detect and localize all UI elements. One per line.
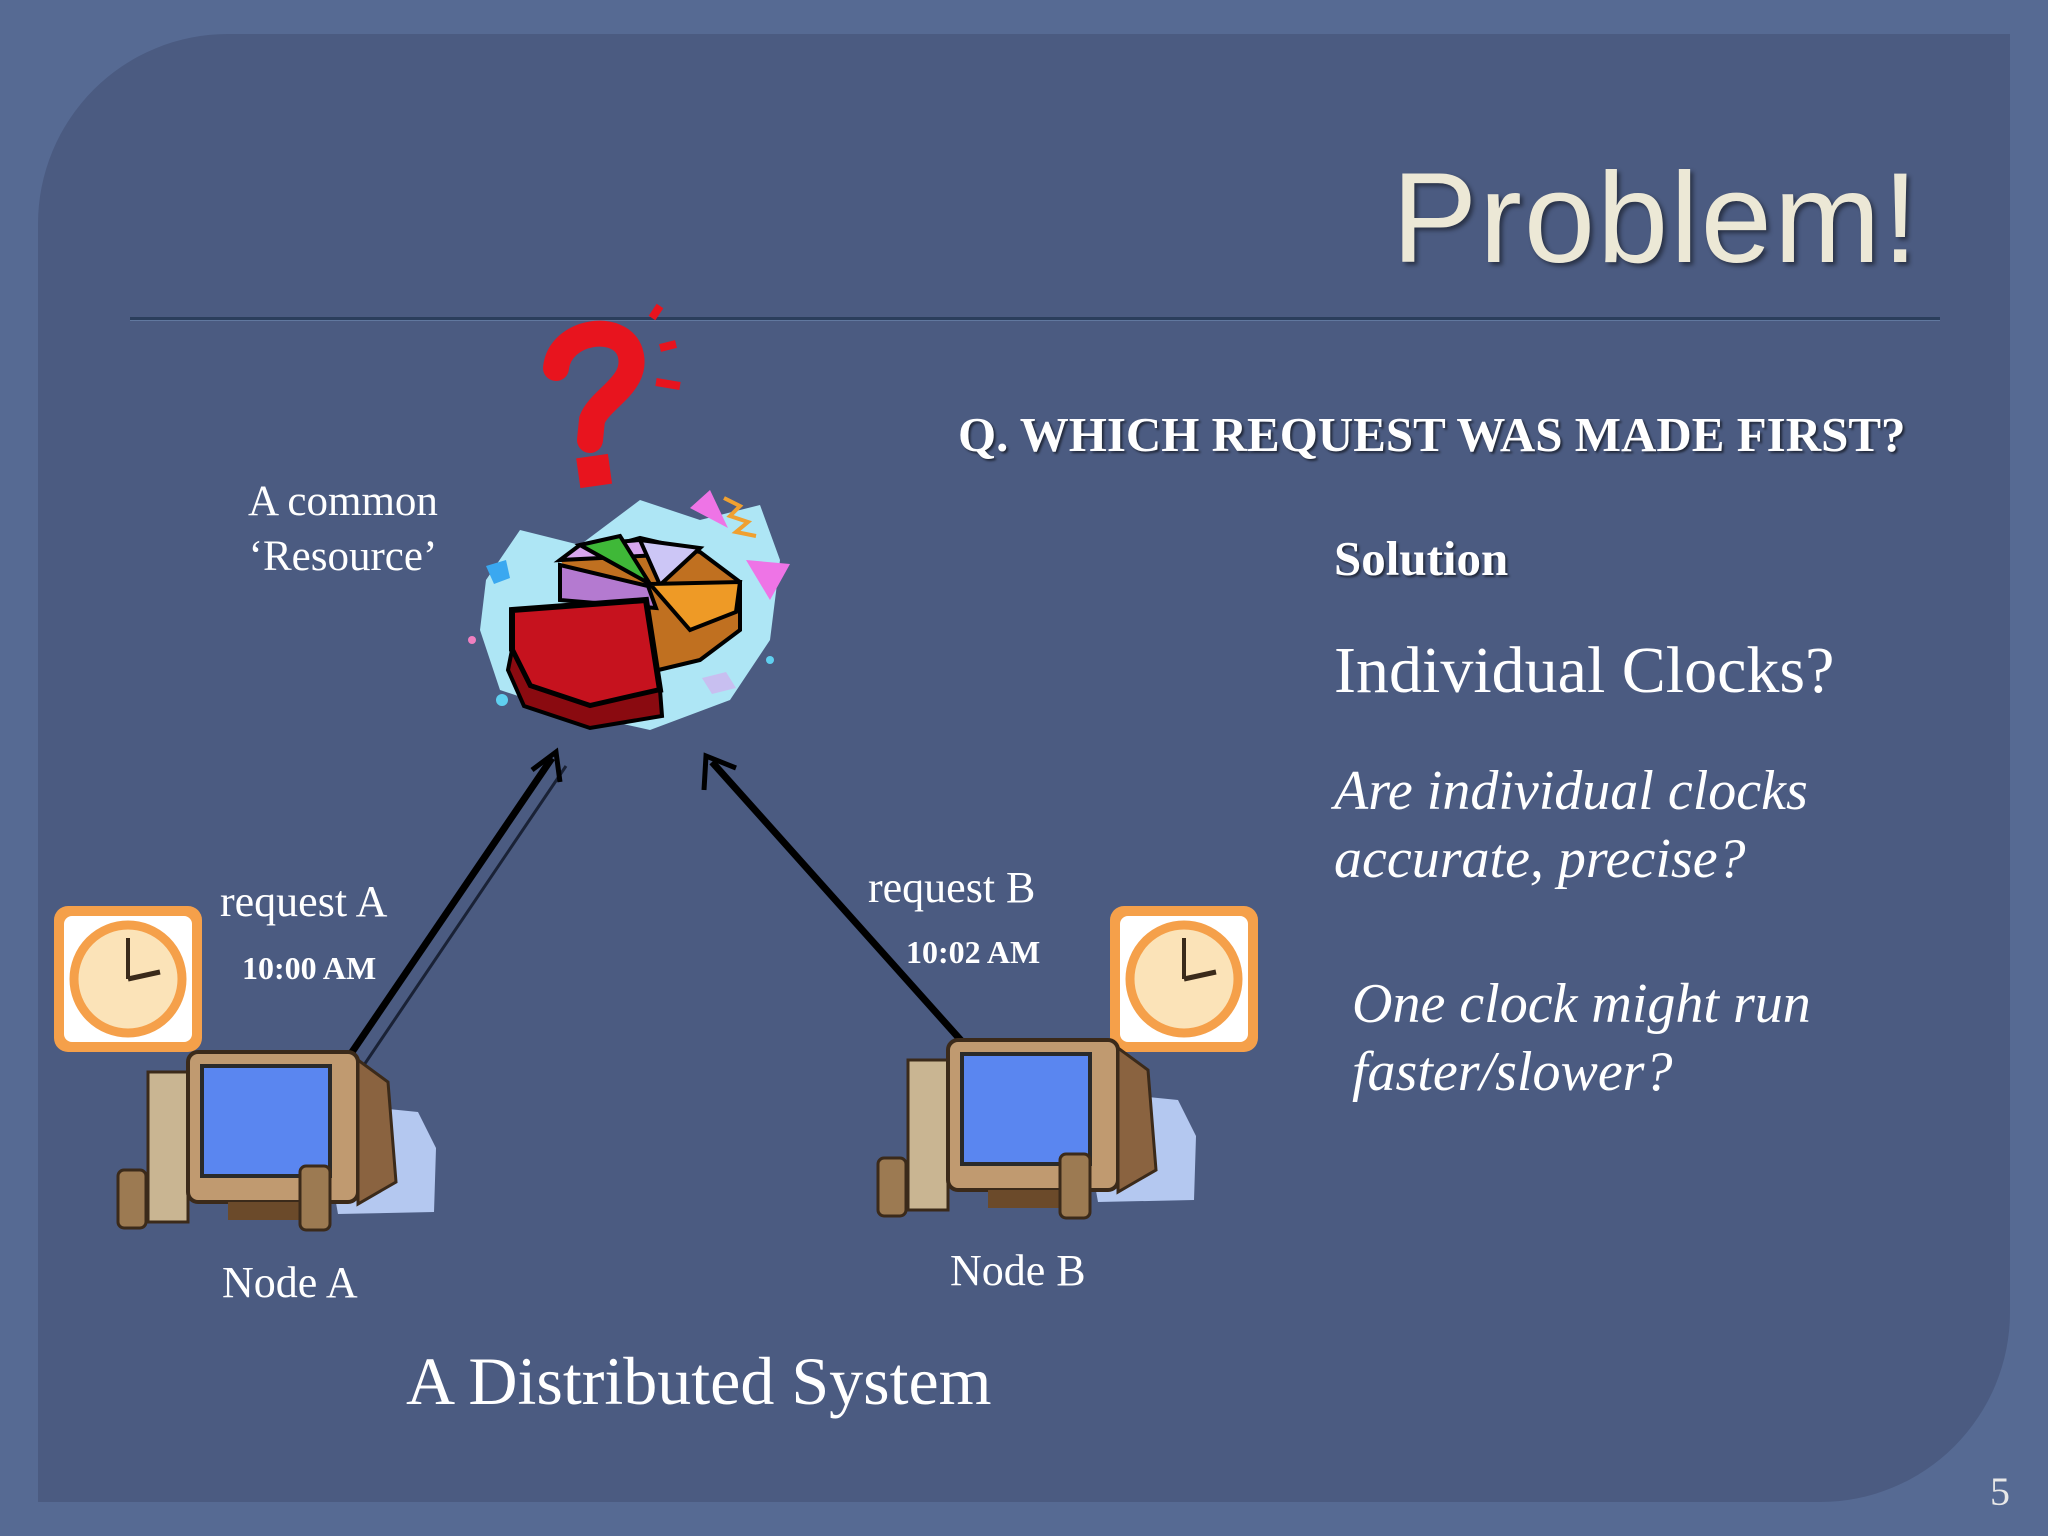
solution-point-line: accurate, precise? (1334, 828, 1746, 890)
node-b-label: Node B (950, 1246, 1086, 1295)
slide-panel (38, 34, 2010, 1502)
title-divider (130, 317, 1940, 320)
pie-chart-icon (468, 490, 790, 731)
solution-point-line: One clock might run (1352, 973, 1811, 1035)
request-a-label: request A (220, 877, 388, 926)
resource-label-line: ‘Resource’ (248, 533, 438, 580)
request-b-arrow (701, 752, 969, 1049)
computer-icon (116, 1050, 436, 1232)
request-a-time: 10:00 AM (242, 950, 377, 986)
question-text: Q. WHICH REQUEST WAS MADE FIRST? (958, 407, 1906, 462)
solution-point-2: One clock might run faster/slower? (1352, 970, 1811, 1106)
question-mark-icon (543, 303, 681, 489)
request-b-time: 10:02 AM (906, 934, 1041, 970)
solution-heading: Individual Clocks? (1334, 634, 1835, 707)
page-number: 5 (1990, 1469, 2010, 1514)
clock-icon (1110, 906, 1258, 1052)
solution-point-1: Are individual clocks accurate, precise? (1334, 757, 1808, 893)
resource-label: A common ‘Resource’ (248, 474, 438, 584)
clock-icon (54, 906, 202, 1052)
solution-label: Solution (1334, 531, 1509, 586)
computer-icon (876, 1038, 1196, 1220)
resource-label-line: A common (248, 478, 438, 525)
node-a-label: Node A (222, 1258, 358, 1307)
diagram-caption: A Distributed System (406, 1343, 992, 1419)
solution-point-line: Are individual clocks (1334, 760, 1808, 822)
slide-title: Problem! (1391, 147, 1920, 290)
solution-point-line: faster/slower? (1352, 1041, 1673, 1103)
request-a-arrow (347, 747, 568, 1066)
request-b-label: request B (868, 863, 1036, 912)
